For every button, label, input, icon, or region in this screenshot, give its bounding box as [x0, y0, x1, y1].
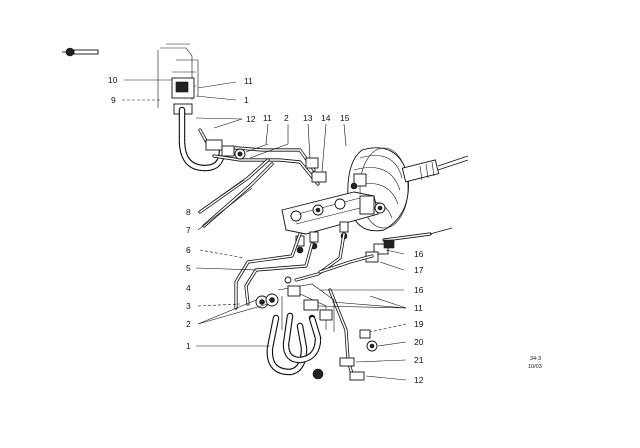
label-16-a: 16	[414, 249, 424, 259]
label-21: 21	[414, 355, 424, 365]
master-cylinder	[281, 173, 386, 235]
label-2-mid: 2	[284, 113, 289, 123]
label-3: 3	[186, 301, 191, 311]
label-19: 19	[414, 319, 424, 329]
label-20: 20	[414, 337, 424, 347]
top-brake-hose	[178, 106, 226, 172]
label-14: 14	[321, 113, 331, 123]
label-4: 4	[186, 283, 191, 293]
label-11-low: 11	[414, 303, 423, 313]
label-1-low: 1	[186, 341, 191, 351]
logo-icon	[62, 47, 99, 57]
label-17: 17	[414, 265, 424, 275]
label-12-low: 12	[414, 375, 424, 385]
callout-labels: 10 9 11 1 12 11 2 13 14 15 8 7 6 5 4 3 2…	[108, 75, 424, 385]
catalogue-code: 34-3 10/03	[528, 356, 542, 370]
label-7: 7	[186, 225, 191, 235]
label-6: 6	[186, 245, 191, 255]
right-connectors	[365, 227, 453, 263]
label-9: 9	[111, 95, 116, 105]
lower-bracket-assembly	[255, 276, 335, 332]
lower-brake-hoses	[266, 312, 322, 376]
upper-brake-pipes	[198, 128, 320, 228]
label-1-top: 1	[244, 95, 249, 105]
lower-brake-pipes	[234, 232, 374, 376]
lower-small-parts	[312, 329, 378, 381]
code-line-1: 34-3	[530, 356, 541, 362]
label-15: 15	[340, 113, 350, 123]
leader-lines	[122, 79, 407, 381]
label-5: 5	[186, 263, 191, 273]
code-line-2: 10/03	[528, 364, 542, 370]
label-8: 8	[186, 207, 191, 217]
label-10: 10	[108, 75, 118, 85]
upper-fittings	[205, 139, 327, 183]
brake-booster	[347, 147, 469, 232]
label-2-low: 2	[186, 319, 191, 329]
label-12-top: 12	[246, 114, 256, 124]
label-16-b: 16	[414, 285, 424, 295]
label-11-mid: 11	[263, 113, 272, 123]
label-13: 13	[303, 113, 313, 123]
top-bracket-assembly	[157, 43, 199, 115]
label-11-top: 11	[244, 76, 253, 86]
